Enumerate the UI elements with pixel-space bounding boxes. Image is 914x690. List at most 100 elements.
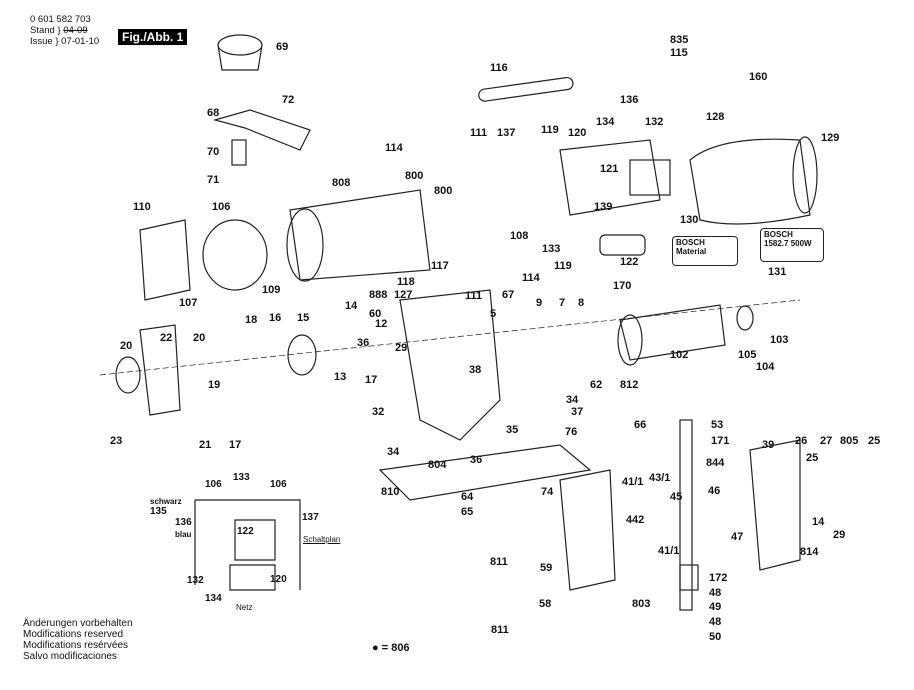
part-label-800: 800 — [434, 185, 453, 197]
issue-label: Issue — [30, 36, 53, 47]
part-label-67: 67 — [502, 289, 515, 301]
schematic-label-122: 122 — [237, 526, 254, 537]
commutator-fan — [617, 314, 643, 366]
part-label-4: 4 — [626, 514, 633, 526]
part-label-805: 805 — [840, 435, 859, 447]
part-label-114: 114 — [385, 142, 403, 154]
part-label-35: 35 — [506, 424, 519, 436]
brush-holder — [139, 219, 191, 301]
cover-end — [792, 136, 818, 214]
part-label-139: 139 — [594, 201, 613, 213]
suppressor — [599, 234, 646, 256]
part-label-23: 23 — [110, 435, 123, 447]
mains-label: Netz — [236, 603, 253, 612]
schematic-label-120: 120 — [270, 574, 287, 585]
gear-wheel — [287, 334, 317, 376]
cover-plate — [139, 324, 181, 416]
part-label-104: 104 — [756, 361, 775, 373]
stand-label: Stand — [30, 25, 55, 36]
part-label-37: 37 — [571, 406, 584, 418]
part-label-130: 130 — [680, 214, 699, 226]
part-label-17: 17 — [229, 439, 242, 451]
seal-ring — [115, 356, 141, 394]
part-label-17: 17 — [365, 374, 378, 386]
plate-material: Material — [676, 247, 707, 256]
part-label-12: 12 — [375, 318, 388, 330]
wire-blue-label: blau — [175, 530, 192, 539]
knob-body — [217, 44, 263, 71]
field-coil — [202, 219, 268, 291]
part-label-20: 20 — [120, 340, 133, 352]
note-fr: Modifications resérvées — [23, 640, 129, 651]
part-label-116: 116 — [490, 62, 508, 74]
part-label-69: 69 — [276, 41, 289, 53]
part-label-65: 65 — [461, 506, 474, 518]
support-plate — [749, 439, 801, 571]
part-label-70: 70 — [207, 146, 220, 158]
part-label-8: 8 — [578, 297, 585, 309]
schematic-label-136: 136 — [175, 517, 192, 528]
part-label-132: 132 — [645, 116, 664, 128]
knob-part — [217, 34, 263, 56]
schematic-label-137: 137 — [302, 512, 319, 523]
part-label-41-1: 41/1 — [658, 545, 680, 557]
part-label-136: 136 — [620, 94, 639, 106]
part-label-111: 111 — [465, 290, 483, 302]
schematic-title: Schaltplan — [303, 535, 341, 544]
part-label-39: 39 — [762, 439, 775, 451]
capacitor — [629, 159, 671, 196]
part-label-118: 118 — [397, 276, 415, 288]
part-label-26: 26 — [795, 435, 808, 447]
figure-label: Fig./Abb. 1 — [118, 29, 188, 45]
part-label-106: 106 — [212, 201, 231, 213]
bushing — [679, 564, 699, 591]
part-label-27: 27 — [820, 435, 833, 447]
tube-part — [478, 76, 574, 102]
part-label-49: 49 — [709, 601, 722, 613]
part-label-34: 34 — [566, 394, 579, 406]
part-label-29: 29 — [833, 529, 846, 541]
part-label-115: 115 — [670, 47, 688, 59]
part-label-107: 107 — [179, 297, 198, 309]
note-en: Modifications reserved — [23, 629, 124, 640]
part-label-811: 811 — [491, 624, 509, 636]
part-label-25: 25 — [868, 435, 881, 447]
motor-housing — [289, 189, 431, 281]
housing-end — [286, 208, 324, 282]
plunger — [679, 419, 693, 611]
part-label-32: 32 — [372, 406, 385, 418]
part-label-105: 105 — [738, 349, 757, 361]
part-label-47: 47 — [731, 531, 744, 543]
bullet-icon: ● — [372, 642, 379, 654]
part-label-812: 812 — [620, 379, 639, 391]
part-label-160: 160 — [749, 71, 768, 83]
document-header: 0 601 582 703 Stand } 04-09 Issue } 07-0… — [30, 14, 100, 47]
rating-plate: BOSCH 1582.7 500W — [760, 228, 824, 262]
issue-date: 07-01-10 — [61, 36, 100, 47]
part-label-172: 172 — [709, 572, 728, 584]
part-label-14: 14 — [345, 300, 358, 312]
wiring-schematic — [194, 499, 301, 591]
part-label-18: 18 — [245, 314, 258, 326]
guide-bracket — [212, 109, 311, 151]
schematic-label-106: 106 — [270, 479, 287, 490]
part-label-127: 127 — [394, 289, 413, 301]
part-label-171: 171 — [711, 435, 730, 447]
part-label-19: 19 — [208, 379, 221, 391]
part-label-111: 111 — [470, 127, 488, 139]
part-number: 0 601 582 703 — [30, 14, 91, 25]
schematic-label-132: 132 — [187, 575, 204, 586]
part-label-74: 74 — [541, 486, 554, 498]
part-label-72: 72 — [282, 94, 295, 106]
schematic-label-133: 133 — [233, 472, 250, 483]
part-label-804: 804 — [428, 459, 447, 471]
schematic-label-106: 106 — [205, 479, 222, 490]
part-label-800: 800 — [405, 170, 424, 182]
part-label-14: 14 — [812, 516, 825, 528]
part-label-13: 13 — [334, 371, 347, 383]
part-label-119: 119 — [541, 124, 559, 136]
part-label-808: 808 — [332, 177, 351, 189]
part-label-53: 53 — [711, 419, 724, 431]
part-label-9: 9 — [536, 297, 543, 309]
